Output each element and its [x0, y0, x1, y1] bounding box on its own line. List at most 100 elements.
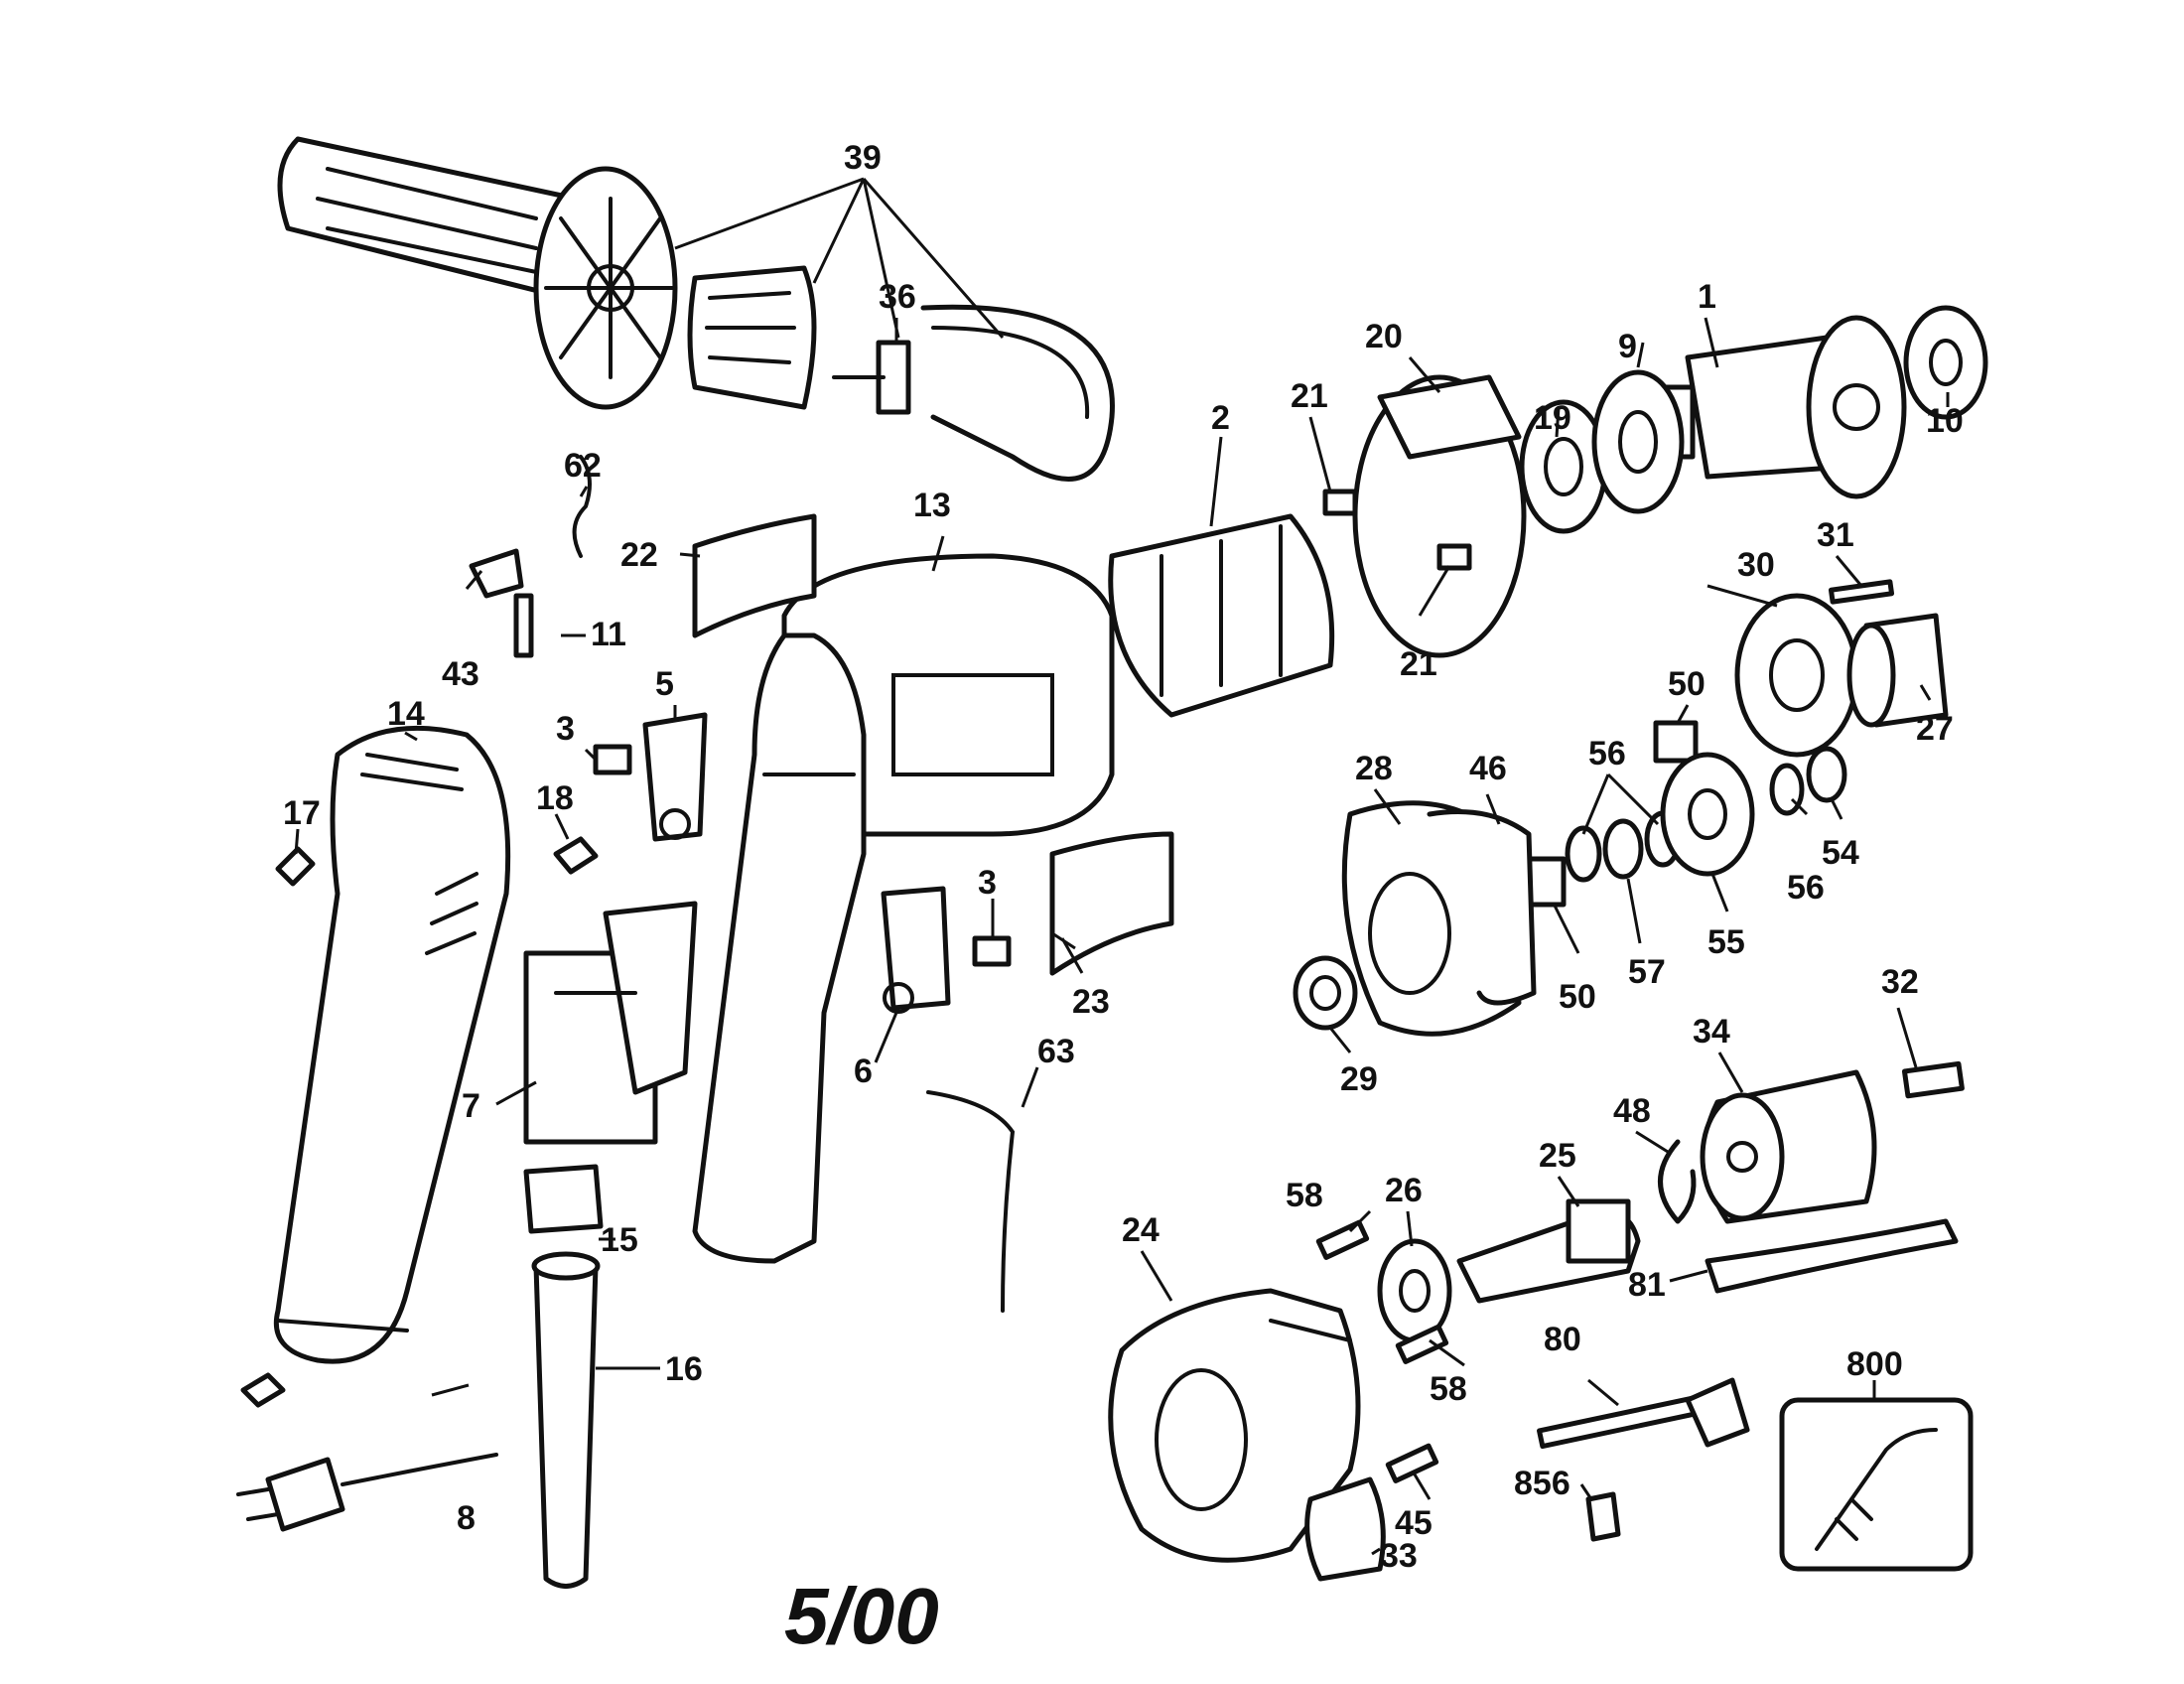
brace-81 [1705, 1218, 1959, 1294]
callout-27: 27 [1916, 710, 1954, 748]
callout-56a: 56 [1588, 735, 1626, 772]
spring-clip-43 [469, 548, 524, 599]
callout-29: 29 [1340, 1060, 1378, 1098]
callout-22: 22 [620, 536, 658, 574]
callout-19: 19 [1534, 399, 1571, 437]
callout-7: 7 [462, 1087, 480, 1125]
pin-21b [1436, 543, 1472, 571]
callout-32: 32 [1881, 963, 1919, 1001]
band-bolt-36 [832, 340, 911, 415]
screw-17 [275, 846, 316, 887]
screw-bottom [240, 1372, 286, 1408]
callout-57: 57 [1628, 953, 1666, 991]
callout-10: 10 [1926, 402, 1964, 440]
cover-33 [1304, 1476, 1386, 1582]
screw-18 [553, 836, 599, 875]
gear-55 [1660, 752, 1755, 877]
nut-57 [1602, 818, 1644, 880]
callout-8: 8 [457, 1499, 476, 1537]
brush-holder-5 [642, 712, 708, 842]
callout-48: 48 [1613, 1092, 1651, 1130]
screw-11 [513, 593, 534, 658]
brush-ring-20 [1352, 374, 1527, 658]
callout-20: 20 [1365, 318, 1403, 355]
callout-21b: 21 [1400, 645, 1437, 683]
gasket-46 [1427, 809, 1537, 1006]
screw-45 [1385, 1443, 1439, 1483]
callout-28: 28 [1355, 750, 1393, 787]
callout-13: 13 [913, 487, 951, 524]
bearing-50a [1653, 720, 1699, 764]
carbon-brush-3b [972, 935, 1012, 967]
callout-9: 9 [1618, 328, 1637, 365]
callout-16: 16 [665, 1350, 703, 1388]
leader-lines [294, 177, 1950, 1556]
wire-62 [572, 455, 592, 558]
callout-1: 1 [1698, 278, 1716, 316]
chuck-34 [1700, 1069, 1877, 1224]
gear-30 [1734, 593, 1859, 758]
side-handle-band [920, 304, 1115, 482]
callout-45: 45 [1395, 1504, 1433, 1542]
callout-63: 63 [1037, 1033, 1075, 1070]
insulator-22 [692, 513, 817, 638]
chuck-screw-32 [1901, 1060, 1965, 1099]
callout-2: 2 [1211, 399, 1230, 437]
callout-33: 33 [1380, 1537, 1418, 1575]
callout-81: 81 [1628, 1266, 1666, 1304]
bearing-54 [1806, 746, 1847, 803]
insulator-23 [1049, 831, 1174, 976]
callout-15: 15 [601, 1221, 638, 1259]
chuck-key-80 [1537, 1377, 1750, 1450]
brush-holder-6 [881, 886, 951, 1014]
pin-21a [1322, 489, 1358, 516]
callout-800: 800 [1846, 1345, 1903, 1383]
callout-43: 43 [442, 655, 479, 693]
spindle-25 [1456, 1198, 1641, 1304]
callout-26: 26 [1385, 1172, 1423, 1209]
screw-58a [1315, 1219, 1370, 1260]
callout-18: 18 [536, 779, 574, 817]
bearing-26 [1377, 1238, 1452, 1343]
callout-34: 34 [1693, 1013, 1730, 1051]
callout-3a: 3 [556, 710, 575, 748]
callout-80: 80 [1544, 1321, 1581, 1358]
callout-30: 30 [1737, 546, 1775, 584]
trigger-switch-7 [523, 901, 698, 1145]
callout-21a: 21 [1291, 377, 1328, 415]
clip-856 [1585, 1491, 1621, 1542]
callout-62: 62 [564, 447, 602, 485]
callout-3b: 3 [978, 864, 997, 902]
callout-58a: 58 [1286, 1177, 1323, 1214]
callout-5: 5 [655, 665, 674, 703]
wire-63 [926, 1090, 1016, 1313]
carbon-brush-3a [593, 744, 632, 775]
callout-6: 6 [854, 1052, 873, 1090]
callout-55: 55 [1707, 923, 1745, 961]
callout-50b: 50 [1559, 978, 1596, 1016]
callout-50a: 50 [1668, 665, 1706, 703]
bearing-10 [1903, 305, 1988, 420]
callout-11: 11 [591, 616, 626, 653]
kit-800-box [1779, 1397, 1974, 1572]
callout-39: 39 [844, 139, 882, 177]
rear-handle-14 [273, 725, 511, 1364]
date-code: 5/00 [784, 1572, 939, 1660]
callout-36: 36 [879, 278, 916, 316]
callout-14: 14 [387, 695, 425, 733]
callout-labels: 1 2 3 3 5 6 7 8 9 10 11 13 14 15 16 17 1… [283, 139, 1964, 1575]
retaining-ring-48 [1658, 1139, 1697, 1224]
callout-25: 25 [1539, 1137, 1576, 1175]
field-2 [1108, 513, 1335, 718]
armature-1 [1640, 315, 1907, 499]
callout-46: 46 [1469, 750, 1507, 787]
bushing-27 [1846, 613, 1949, 728]
washer-29 [1293, 955, 1358, 1031]
callout-24: 24 [1122, 1211, 1160, 1249]
side-handle-clamp-knob [687, 265, 817, 410]
cord-protector-16 [531, 1251, 601, 1589]
side-handle-grip [277, 136, 678, 410]
washer-56a [1565, 825, 1602, 883]
callout-23: 23 [1072, 983, 1110, 1021]
callout-54: 54 [1822, 834, 1859, 872]
